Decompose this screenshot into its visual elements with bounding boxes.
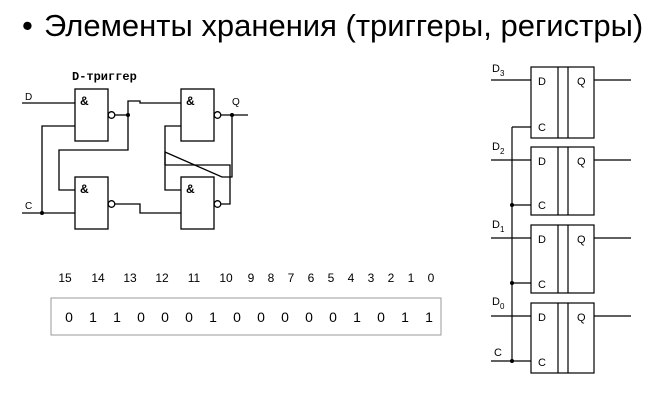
cell-c-label: C [538,122,546,134]
slide-title: • Элементы хранения (триггеры, регистры) [22,8,643,44]
clock-label: C [494,347,502,359]
bit-value: 0 [305,309,313,325]
cell-c-label: C [538,279,546,291]
inverter-bubble [213,111,222,119]
input-subscript: 2 [500,147,505,156]
bit-index: 0 [428,271,435,285]
bit-index: 11 [188,271,201,285]
svg-text:D3: D3 [492,63,505,78]
bit-value-row: 0 1 1 0 0 0 1 0 0 0 0 0 1 0 1 1 [65,309,433,325]
bit-value: 1 [209,309,217,325]
bit-value: 1 [401,309,409,325]
gate-label-bl: & [80,182,89,196]
bit-index: 15 [58,271,72,285]
input-letter: D [492,63,500,75]
bit-index: 14 [91,271,105,285]
wire-qbar-feedback-b [164,125,181,165]
wire-qbar-feedback-a [165,164,231,205]
bit-value: 0 [65,309,73,325]
gate-label-tl: & [80,94,89,108]
d-trigger-schematic: D-триггер & & & & D C Q [22,70,248,230]
bit-index: 2 [388,271,395,285]
svg-text:D1: D1 [492,219,505,234]
input-subscript: 0 [500,302,505,311]
bit-index: 8 [268,271,275,285]
d-trigger-caption: D-триггер [72,70,137,84]
wire-c-to-top [41,125,75,213]
register-cell-3: D Q C D3 [491,63,631,139]
bit-value: 1 [425,309,433,325]
cell-q-label: Q [577,234,586,246]
bit-index: 13 [123,271,137,285]
junction-dot [510,203,514,207]
cell-q-label: Q [577,156,586,168]
output-q-label: Q [232,97,240,108]
register-cell-2: D Q C D2 [491,141,631,216]
wire-tl-to-tr [127,100,181,115]
cell-d-label: D [538,76,546,88]
bit-index: 1 [408,271,415,285]
bit-value: 1 [113,309,121,325]
input-letter: D [492,296,500,308]
bit-index: 7 [288,271,295,285]
bit-index: 9 [248,271,255,285]
register-cell-1: D Q C D1 [491,219,631,294]
bit-value: 1 [89,309,97,325]
input-letter: D [492,141,500,153]
bullet-icon: • [22,8,33,43]
junction-dot [510,359,514,363]
register-value-box [50,297,442,336]
title-text: Элементы хранения (триггеры, регистры) [44,8,644,43]
svg-text:D2: D2 [492,141,505,156]
bit-value: 0 [185,309,193,325]
cell-d-label: D [538,156,546,168]
gate-label-br: & [186,182,195,196]
cell-q-label: Q [577,76,586,88]
register-schematic: D Q C D3 D Q C D2 [491,63,631,374]
bit-value: 0 [377,309,385,325]
inverter-bubble [213,200,222,208]
inverter-bubble [107,111,116,119]
junction-dot [510,281,514,285]
bit-value: 0 [137,309,145,325]
bit-index-row: 15 14 13 12 11 10 9 8 7 6 5 4 3 2 1 0 [58,271,434,285]
bit-index: 12 [155,271,169,285]
inverter-bubble [107,200,116,208]
cell-c-label: C [538,357,546,369]
cell-c-label: C [538,200,546,212]
register-cell-0: D Q C D0 [491,296,631,374]
input-c-label: C [25,201,32,212]
bit-index: 5 [328,271,335,285]
wire-bl-to-br [115,203,181,214]
input-subscript: 3 [500,69,505,78]
bit-index: 10 [219,271,233,285]
bit-value: 0 [233,309,241,325]
bit-value: 0 [281,309,289,325]
svg-text:D0: D0 [492,296,505,311]
cell-d-label: D [538,312,546,324]
bit-value: 0 [161,309,169,325]
bit-index: 6 [308,271,315,285]
input-letter: D [492,219,500,231]
gate-label-tr: & [186,94,195,108]
bit-value: 0 [329,309,337,325]
bit-value: 0 [257,309,265,325]
input-subscript: 1 [500,225,505,234]
bit-index: 3 [368,271,375,285]
cell-d-label: D [538,234,546,246]
wire-tl-to-bl [58,115,129,191]
junction-dot [40,211,44,215]
bit-index: 4 [348,271,355,285]
bit-value: 1 [353,309,361,325]
cell-q-label: Q [577,312,586,324]
input-d-label: D [25,92,32,103]
